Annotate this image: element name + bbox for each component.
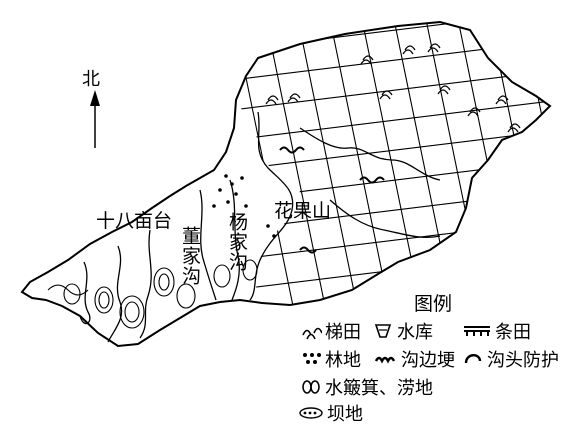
strip-field-icon [464,326,490,336]
place-huaguoshan: 花果山 [274,200,332,222]
water-dustpan-pond-icon [302,380,320,394]
forest-dots [212,174,276,238]
legend-label-strip: 条田 [495,322,531,343]
legend-item-dam: 坝地 [298,400,363,426]
legend-label-dam: 坝地 [327,404,363,425]
dam-land-icon [299,407,323,419]
legend-label-terrace: 梯田 [325,322,361,343]
north-label: 北 [82,69,100,90]
legend-label-gully-edge: 沟边埂 [401,350,455,371]
gully-head-protection-icon [464,354,482,364]
legend-item-gully-edge: 沟边埂 [374,346,455,372]
place-dongjiagou: 董家沟 [179,226,201,286]
legend-item-dustpan: 水簸箕、涝地 [300,374,433,400]
legend-item-strip: 条田 [462,318,531,344]
legend-title: 图例 [414,293,453,315]
terrace-grid [236,22,550,305]
legend-label-gully-head: 沟头防护 [487,350,559,371]
legend-item-reservoir: 水库 [372,318,433,344]
legend-item-gully-head: 沟头防护 [462,346,559,372]
forest-dots-icon [303,353,321,364]
place-yangjiagou: 杨家沟 [226,212,248,272]
terrace-icon [302,327,322,340]
legend-item-forest: 林地 [300,346,361,372]
terrace-loops [47,259,258,329]
legend-label-reservoir: 水库 [397,322,433,343]
legend-item-terrace: 梯田 [300,318,361,344]
reservoir-icon [374,324,392,338]
terrace-marks [265,43,521,133]
place-shibamutai: 十八亩台 [96,210,173,232]
legend-label-forest: 林地 [325,350,361,371]
legend-label-dustpan: 水簸箕、涝地 [325,378,433,399]
north-arrow-icon [90,90,100,148]
gully-edge-ridges [279,146,385,254]
gully-edge-ridge-icon [374,356,396,364]
watershed-boundary [20,20,552,348]
